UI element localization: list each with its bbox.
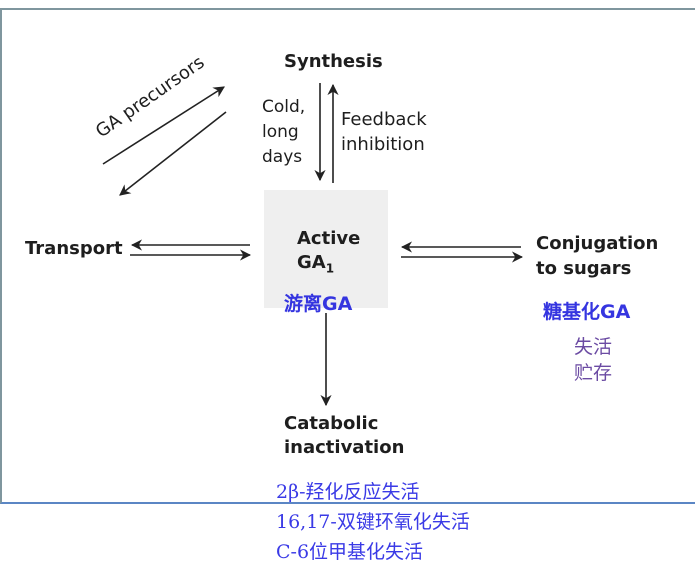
ga-text: GA	[297, 252, 326, 273]
free-ga-note: 游离GA	[284, 293, 353, 315]
ga1-label: GA1	[297, 252, 334, 276]
mechanism-epoxidation: 16,17-双键环氧化失活	[276, 511, 470, 533]
catabolic-mechanisms: 2β-羟化反应失活 16,17-双键环氧化失活 C-6位甲基化失活	[276, 477, 470, 567]
synthesis-label: Synthesis	[284, 51, 383, 72]
active-label: Active	[297, 228, 361, 249]
conjugation-label: Conjugation	[536, 233, 659, 254]
inactivation-label: inactivation	[284, 437, 405, 458]
inactive-line: 失活	[574, 336, 613, 358]
cold-long-days-label: Cold, long days	[262, 95, 305, 170]
figure-frame	[0, 8, 695, 504]
mechanism-2beta-hydroxylation: 2β-羟化反应失活	[276, 481, 420, 503]
cold-line: Cold,	[262, 97, 306, 117]
transport-label: Transport	[25, 238, 123, 259]
glycosylated-ga-note: 糖基化GA	[543, 301, 631, 323]
to-sugars-label: to sugars	[536, 258, 632, 279]
catabolic-label: Catabolic	[284, 413, 379, 434]
conjugation-status-note: 失活 贮存	[574, 334, 612, 386]
storage-line: 贮存	[574, 362, 613, 384]
ga-subscript: 1	[325, 261, 335, 276]
inhibition-line: inhibition	[341, 134, 425, 155]
days-line: days	[262, 147, 303, 167]
feedback-line: Feedback	[341, 109, 427, 130]
mechanism-methylation: C-6位甲基化失活	[276, 541, 424, 563]
active-ga-box	[264, 190, 388, 308]
feedback-inhibition-label: Feedback inhibition	[341, 107, 427, 157]
long-line: long	[262, 122, 299, 142]
